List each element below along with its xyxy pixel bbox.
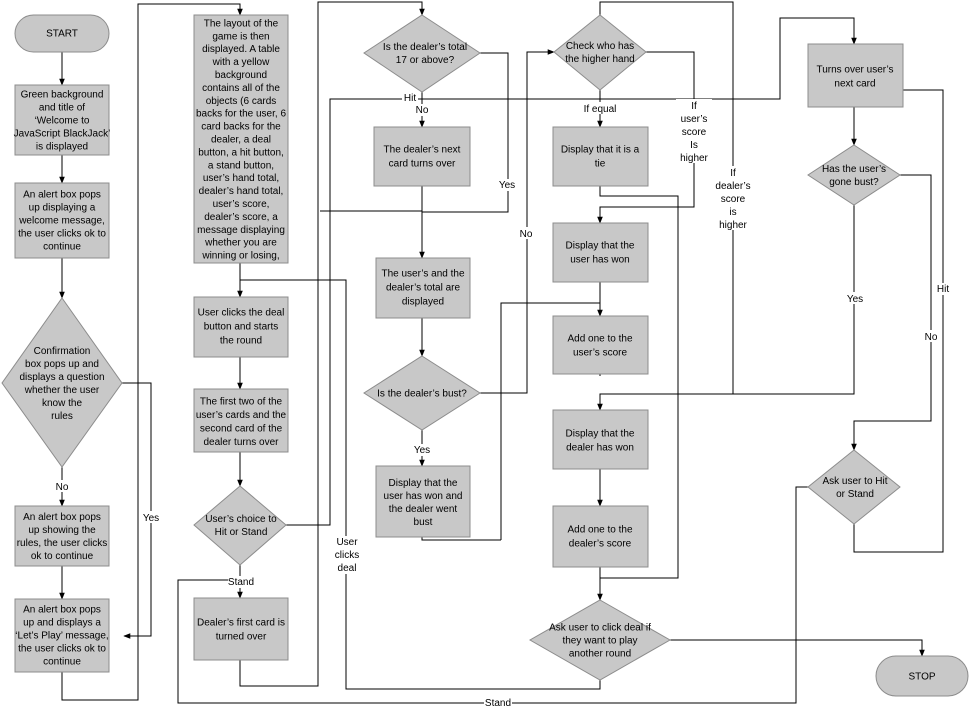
start-terminal: START <box>14 14 110 53</box>
label-stand-ask: Stand <box>485 698 511 709</box>
stop-label: STOP <box>908 672 935 683</box>
label-hit-ask: Hit <box>937 284 949 295</box>
label-yes-dealer-bust: Yes <box>414 445 430 456</box>
decision-dealer-bust-text: Is the dealer’s bust? <box>377 389 467 400</box>
decision-dealer-bust: Is the dealer’s bust? <box>363 355 481 431</box>
label-no-dealer-bust: No <box>520 229 533 240</box>
label-yes-user-bust: Yes <box>847 294 863 305</box>
label-no-rules: No <box>56 482 69 493</box>
start-label: START <box>46 29 78 40</box>
connectors <box>59 1 944 704</box>
edge-labels: No Yes Stand Hit No Yes No Yes If equal … <box>54 93 951 709</box>
label-yes-rules: Yes <box>143 513 159 524</box>
label-no-dealer-17: No <box>416 105 429 116</box>
label-no-user-bust: No <box>925 332 938 343</box>
label-yes-dealer-17: Yes <box>499 180 515 191</box>
stop-terminal: STOP <box>875 655 969 697</box>
label-if-equal: If equal <box>584 104 617 115</box>
label-stand-choice: Stand <box>228 577 254 588</box>
label-hit-choice: Hit <box>404 93 416 104</box>
